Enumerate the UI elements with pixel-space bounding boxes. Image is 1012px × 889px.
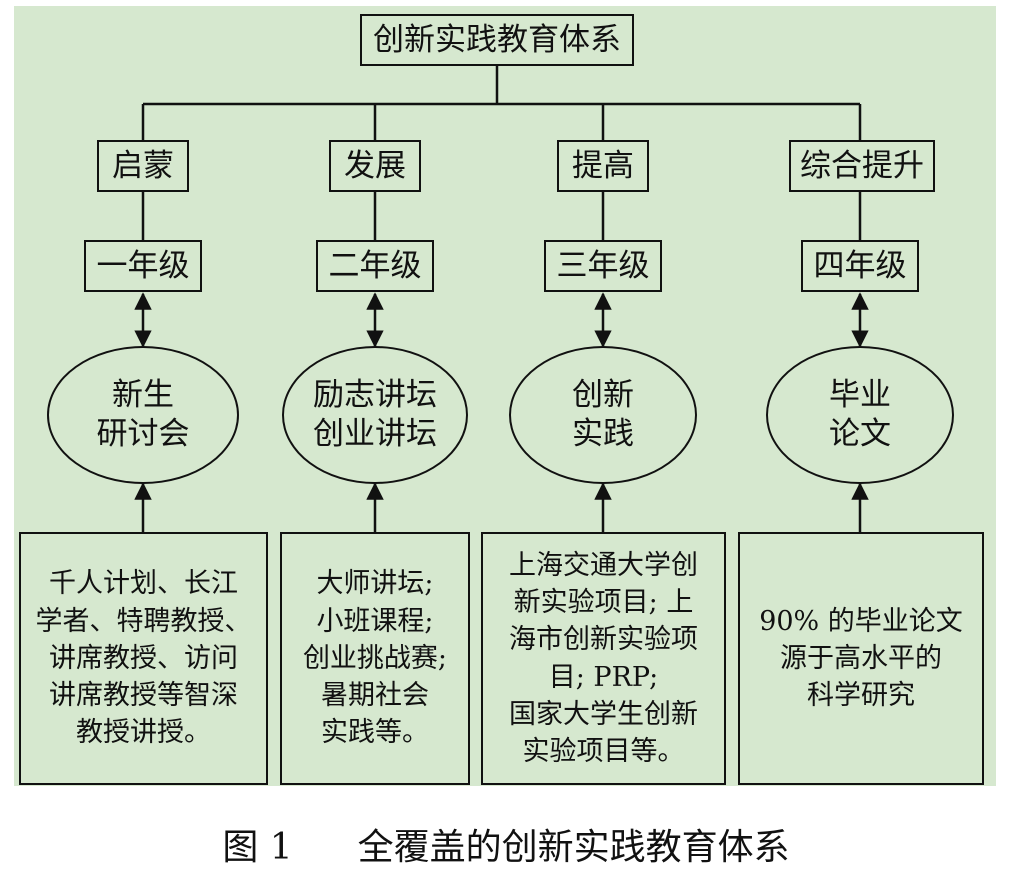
activity-ellipse-1: 新生 研讨会 <box>47 346 239 484</box>
detail-line: 讲席教授、访问 <box>49 642 238 674</box>
detail-line: 科学研究 <box>806 680 915 712</box>
grade-box-3: 三年级 <box>544 240 662 292</box>
grade-box-2: 二年级 <box>316 240 434 292</box>
grade-label-3: 三年级 <box>556 247 650 284</box>
detail-line: 新实验项目; 上 <box>513 587 694 618</box>
activity-line: 创业讲坛 <box>313 416 437 452</box>
activity-line: 毕业 <box>829 376 891 413</box>
detail-line: 90% 的毕业论文 <box>759 605 963 637</box>
grade-label-1: 一年级 <box>96 247 190 284</box>
detail-line: 目; PRP; <box>548 661 659 693</box>
caption-label: 图 1 <box>222 827 293 868</box>
activity-ellipse-3: 创新 实践 <box>509 346 697 484</box>
detail-line: 小班课程; <box>316 605 434 637</box>
grade-box-1: 一年级 <box>84 240 202 292</box>
detail-line: 海市创新实验项 <box>509 624 698 656</box>
grade-box-4: 四年级 <box>801 240 919 292</box>
title-box: 创新实践教育体系 <box>360 14 634 66</box>
detail-line: 创业挑战赛; <box>302 642 448 674</box>
detail-box-4: 90% 的毕业论文 源于高水平的 科学研究 <box>738 532 984 785</box>
activity-line: 实践 <box>572 416 634 452</box>
caption-text: 全覆盖的创新实践教育体系 <box>357 827 790 868</box>
activity-line: 励志讲坛 <box>313 376 437 413</box>
detail-box-1: 千人计划、长江 学者、特聘教授、 讲席教授、访问 讲席教授等智深 教授讲授。 <box>19 532 268 785</box>
stage-box-3: 提高 <box>557 140 649 192</box>
stage-box-4: 综合提升 <box>789 140 935 192</box>
stage-label-4: 综合提升 <box>800 147 924 184</box>
figure-caption: 图 1 全覆盖的创新实践教育体系 <box>0 826 1012 869</box>
detail-line: 学者、特聘教授、 <box>35 605 252 637</box>
grade-label-4: 四年级 <box>813 247 907 284</box>
activity-line: 论文 <box>829 416 891 452</box>
stage-label-3: 提高 <box>572 147 634 184</box>
detail-line: 千人计划、长江 <box>49 568 238 600</box>
title-text: 创新实践教育体系 <box>373 21 621 58</box>
detail-line: 教授讲授。 <box>76 717 211 749</box>
activity-ellipse-4: 毕业 论文 <box>766 346 954 484</box>
activity-line: 创新 <box>572 376 634 413</box>
activity-line: 研讨会 <box>96 416 190 452</box>
stage-label-2: 发展 <box>344 147 406 184</box>
detail-line: 上海交通大学创 <box>509 549 698 581</box>
detail-line: 暑期社会 <box>320 680 429 712</box>
detail-box-3: 上海交通大学创 新实验项目; 上 海市创新实验项 目; PRP; 国家大学生创新… <box>481 532 726 785</box>
activity-line: 新生 <box>112 376 174 413</box>
detail-line: 实验项目等。 <box>522 736 685 767</box>
detail-box-2: 大师讲坛; 小班课程; 创业挑战赛; 暑期社会 实践等。 <box>280 532 470 785</box>
stage-label-1: 启蒙 <box>112 147 174 184</box>
stage-box-2: 发展 <box>329 140 421 192</box>
detail-line: 国家大学生创新 <box>509 698 698 730</box>
detail-line: 大师讲坛; <box>316 568 434 600</box>
activity-ellipse-2: 励志讲坛 创业讲坛 <box>282 346 468 484</box>
grade-label-2: 二年级 <box>328 247 422 284</box>
detail-line: 实践等。 <box>320 717 429 749</box>
detail-line: 讲席教授等智深 <box>49 680 238 712</box>
stage-box-1: 启蒙 <box>97 140 189 192</box>
detail-line: 源于高水平的 <box>779 642 942 674</box>
